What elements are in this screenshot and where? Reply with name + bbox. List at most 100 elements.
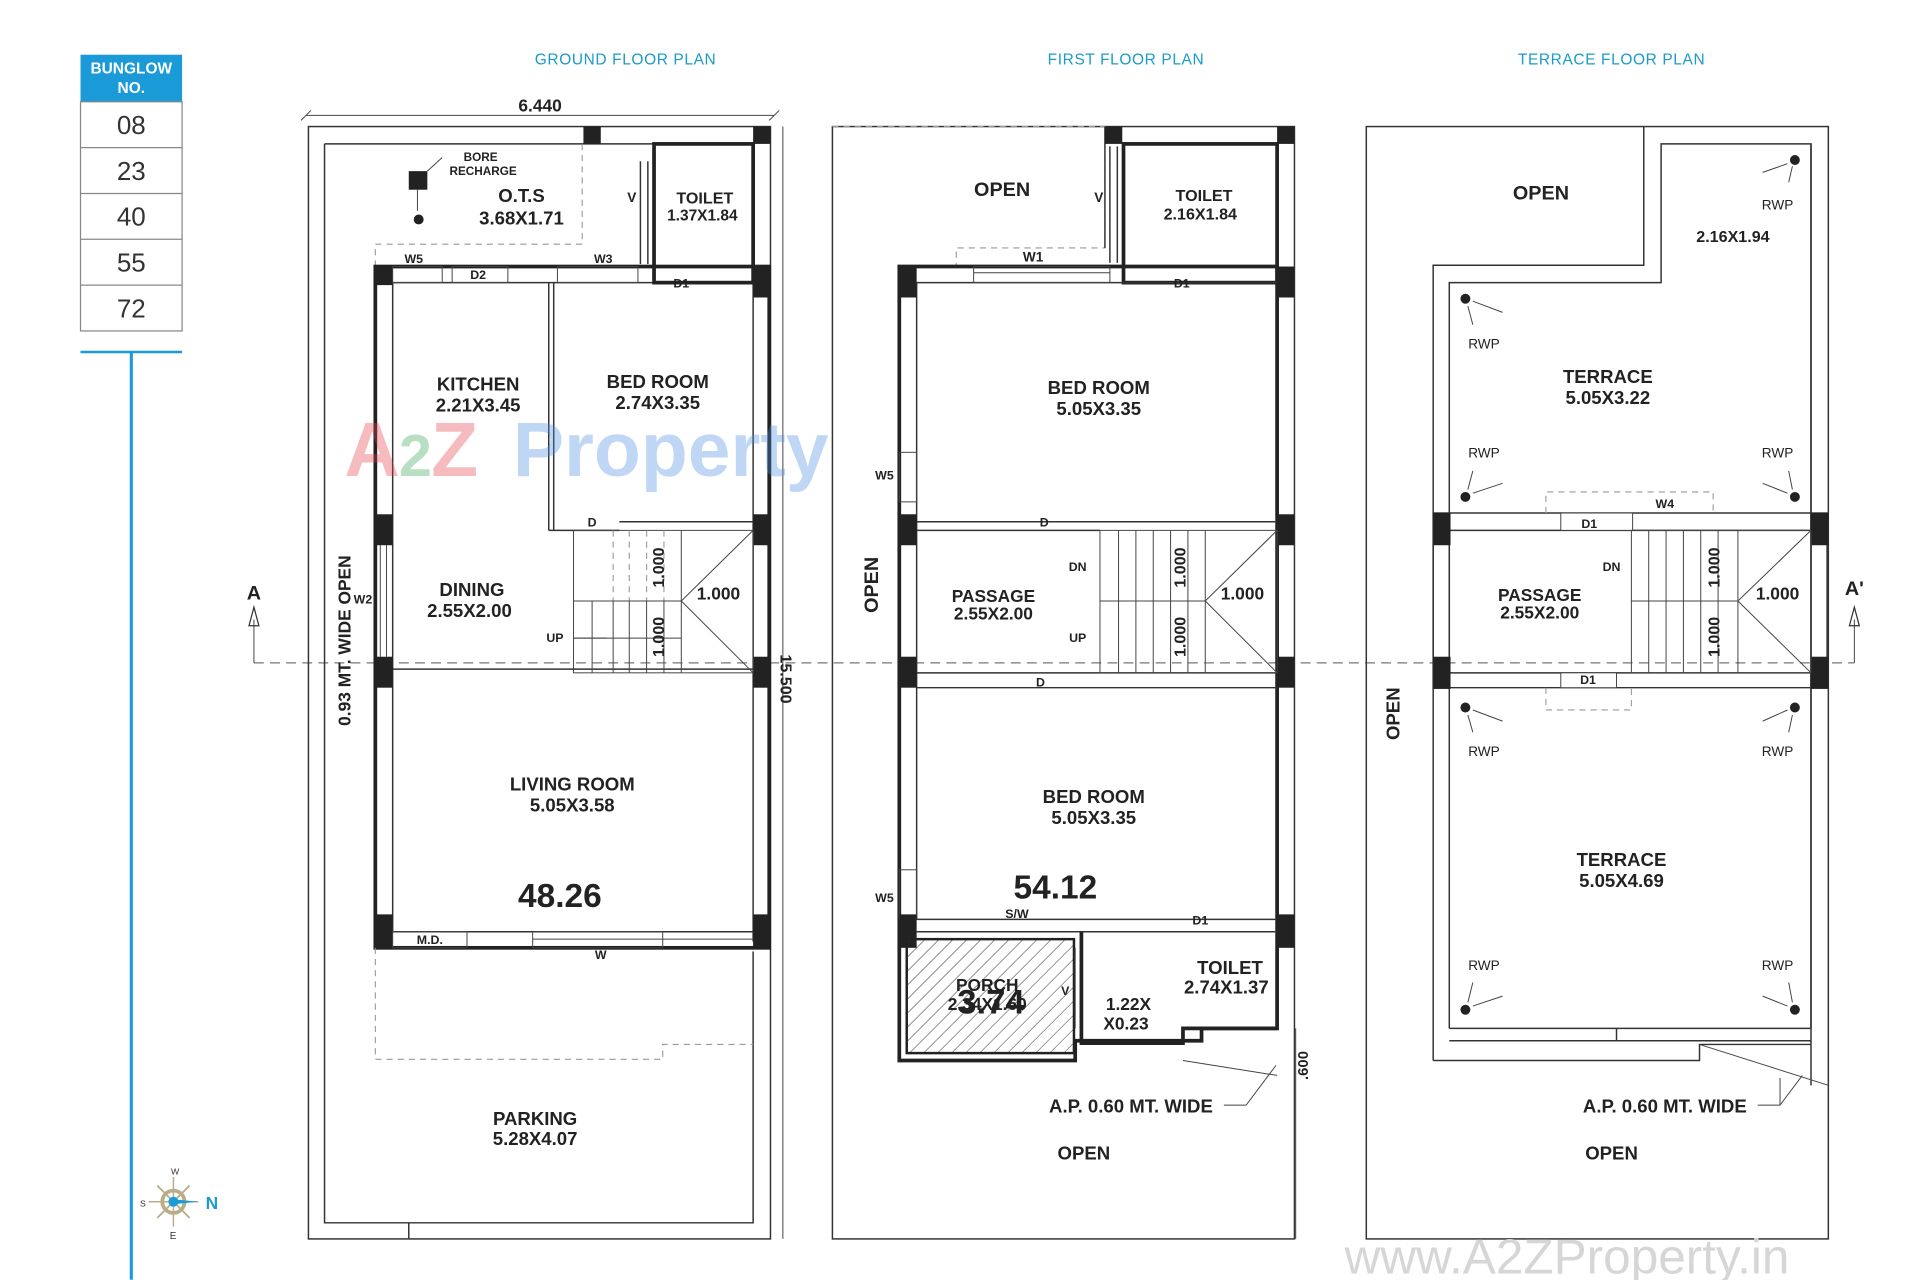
terrace-staircase — [1630, 529, 1812, 674]
room-name-kitchen: KITCHEN — [437, 373, 520, 394]
compass-west-label: W — [171, 1167, 180, 1177]
first-floor-area: 54.12 — [1014, 869, 1098, 906]
side-open-label: 0.93 MT. WIDE OPEN — [335, 555, 355, 725]
door-tag: D — [1036, 675, 1045, 689]
section-line: A A' — [247, 578, 1864, 664]
window-tag: W — [595, 948, 607, 962]
window-tag: W5 — [875, 469, 894, 483]
rain-water-pipe-icon — [1789, 155, 1800, 165]
room-dim-kitchen: 2.21X3.45 — [436, 394, 521, 415]
ap-label: A.P. 0.60 MT. WIDE — [1583, 1096, 1747, 1117]
duct-dim: 1.22X — [1106, 994, 1152, 1014]
recharge-label: RECHARGE — [449, 165, 516, 178]
compass-north-label: N — [206, 1193, 219, 1213]
compass-rose-icon: N S W E — [140, 1167, 218, 1242]
stair-dimension: 1.000 — [650, 617, 668, 657]
porch-area: 3.74 — [957, 983, 1025, 1021]
main-door-tag: M.D. — [417, 933, 443, 947]
sliding-window-tag: S/W — [1005, 907, 1029, 921]
room-name-living: LIVING ROOM — [510, 774, 635, 795]
door-tag: D1 — [1581, 517, 1597, 531]
room-dim-toilet: 2.16X1.84 — [1164, 205, 1237, 223]
rwp-label: RWP — [1468, 744, 1500, 759]
watermark-z: Z — [431, 407, 478, 493]
rain-water-pipe-icon — [1789, 1004, 1800, 1015]
first-floor-plan: .600 OPEN TOILET 2.16X1.84 BED ROOM 5.05… — [831, 125, 1312, 1240]
ground-floor-title: GROUND FLOOR PLAN — [535, 52, 717, 69]
terrace-floor-plan: RWP RWP RWP RWP RWP RWP RWP RWP — [1365, 125, 1830, 1240]
stair-dimension: 1.000 — [1171, 547, 1189, 587]
rwp-markers: RWP RWP RWP RWP RWP RWP RWP RWP — [1460, 155, 1800, 1015]
room-name-dining: DINING — [439, 579, 504, 600]
room-name-bedroom: BED ROOM — [1043, 786, 1145, 807]
room-dim-dining: 2.55X2.00 — [427, 600, 512, 621]
ventilator-tag: V — [627, 190, 636, 205]
rwp-label: RWP — [1468, 445, 1500, 460]
room-name-passage: PASSAGE — [1498, 585, 1581, 605]
rain-water-pipe-icon — [1460, 293, 1471, 304]
table-header-bg — [80, 54, 183, 102]
table-header-line2: NO. — [118, 80, 146, 97]
ventilator-tag: V — [1061, 984, 1070, 998]
bungalow-number: 72 — [117, 293, 146, 323]
door-tag: D1 — [1174, 277, 1190, 291]
ground-width-dimension: 6.440 — [518, 96, 561, 116]
room-name-toilet: TOILET — [1197, 957, 1263, 978]
section-marker-right: A' — [1845, 578, 1864, 600]
open-area-label: OPEN — [1513, 183, 1569, 205]
compass-east-label: E — [170, 1231, 177, 1242]
room-dim-passage: 2.55X2.00 — [954, 604, 1033, 624]
bungalow-number-table: BUNGLOW NO. 08 23 40 55 72 — [79, 54, 183, 1280]
duct-dim: X0.23 — [1103, 1014, 1149, 1034]
room-dim-toilet: 1.37X1.84 — [667, 208, 738, 225]
door-tag: D — [1040, 516, 1049, 530]
ground-floor-area: 48.26 — [518, 878, 602, 915]
open-area-label: OPEN — [974, 179, 1030, 201]
rain-water-pipe-icon — [1460, 1004, 1471, 1015]
open-area-dim: 2.16X1.94 — [1696, 228, 1769, 246]
room-name-bedroom: BED ROOM — [1048, 377, 1150, 398]
stair-dimension: 1.000 — [1221, 584, 1264, 604]
stair-dimension: 1.000 — [1756, 584, 1799, 604]
room-dim-terrace: 5.05X3.22 — [1565, 387, 1650, 408]
room-name-bedroom: BED ROOM — [607, 371, 709, 392]
rain-water-pipe-icon — [1789, 491, 1800, 502]
room-name-toilet: TOILET — [676, 189, 733, 207]
room-name-toilet: TOILET — [1176, 187, 1233, 205]
watermark-url: www.A2ZProperty.in — [1343, 1230, 1789, 1280]
rwp-label: RWP — [1468, 336, 1500, 351]
rain-water-pipe-icon — [1460, 702, 1471, 713]
first-staircase — [1099, 529, 1278, 674]
room-dim-bedroom: 5.05X3.35 — [1051, 807, 1136, 828]
table-header-line1: BUNGLOW — [90, 60, 172, 77]
door-tag: D — [588, 516, 597, 530]
bungalow-number: 23 — [117, 156, 146, 186]
compass-south-label: S — [140, 1199, 146, 1209]
stair-down-tag: DN — [1603, 560, 1621, 574]
bungalow-number: 08 — [117, 110, 146, 140]
ap-dimension: .600 — [1296, 1051, 1312, 1080]
room-dim-bedroom: 2.74X3.35 — [615, 392, 700, 413]
ventilator-tag: V — [1094, 190, 1103, 205]
ground-floor-plan: 6.440 15.500 — [300, 96, 794, 1240]
bungalow-number: 40 — [117, 202, 146, 232]
section-marker-left: A — [247, 583, 261, 605]
stair-dimension: 1.000 — [1171, 617, 1189, 657]
room-dim-passage: 2.55X2.00 — [1500, 602, 1579, 622]
stair-up-tag: UP — [546, 631, 563, 645]
ground-length-dimension: 15.500 — [776, 654, 794, 703]
open-side-label: OPEN — [1383, 687, 1404, 740]
stair-down-tag: DN — [1069, 560, 1087, 574]
door-tag: D2 — [470, 268, 486, 282]
stair-up-tag: UP — [1069, 631, 1086, 645]
room-dim-parking: 5.28X4.07 — [493, 1128, 578, 1149]
room-name-porch: PORCH — [956, 975, 1019, 995]
rwp-label: RWP — [1762, 958, 1794, 973]
watermark-logo: A 2 Z Property — [344, 407, 829, 493]
ground-staircase — [573, 529, 754, 674]
rwp-label: RWP — [1762, 198, 1794, 213]
porch-hatched-area — [905, 937, 1076, 1055]
rwp-label: RWP — [1762, 445, 1794, 460]
room-dim-toilet: 2.74X1.37 — [1184, 977, 1269, 998]
